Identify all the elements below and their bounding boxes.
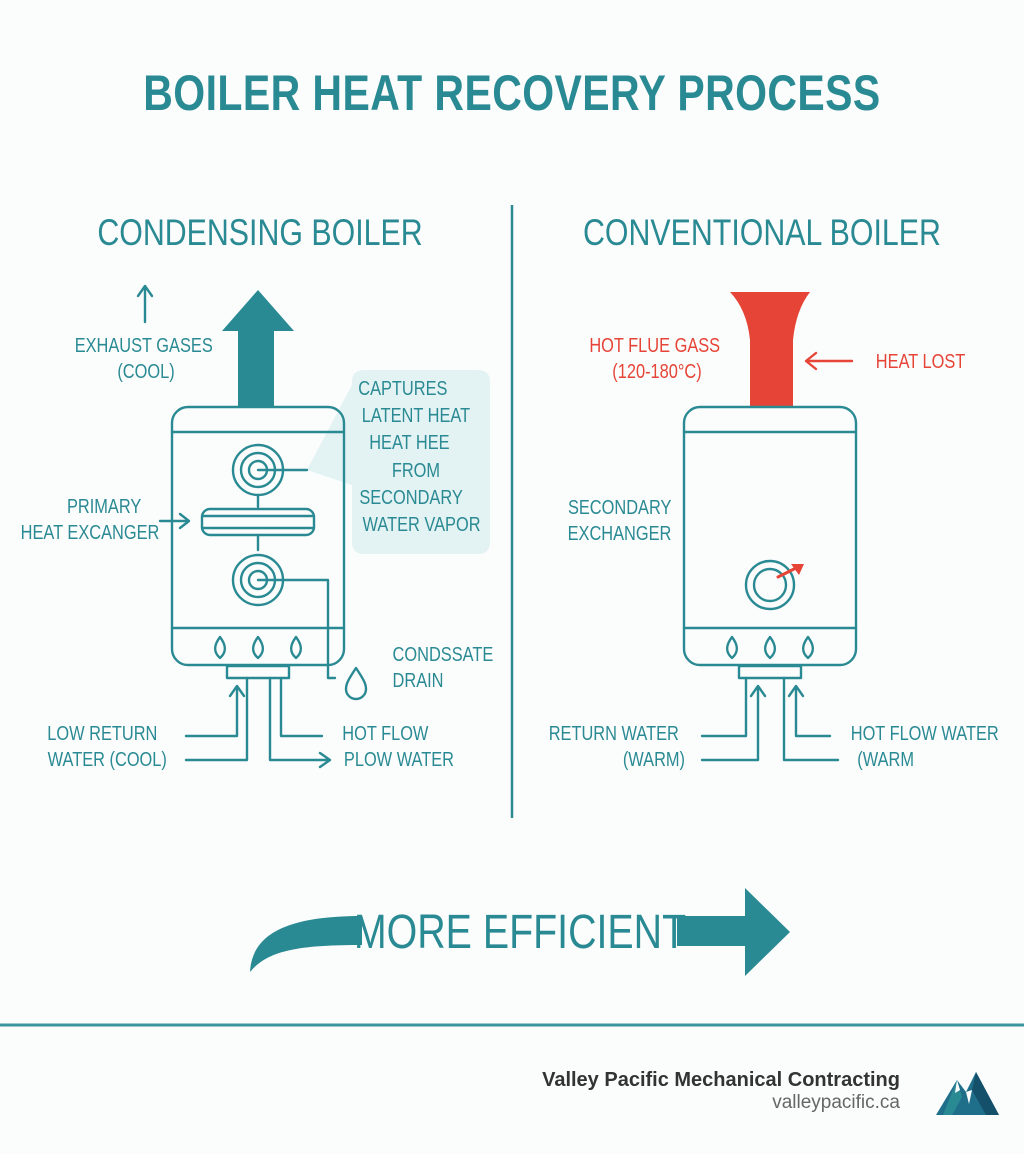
boiler-base — [225, 664, 291, 680]
heat-lost-label: HEAT LOST — [876, 349, 966, 372]
primary-heat-exchanger-label: PRIMARY HEAT EXCANGER — [21, 494, 160, 543]
efficiency-arrow-icon — [677, 888, 790, 976]
hot-flow-water-label: HOT FLOW PLOW WATER — [342, 721, 454, 770]
conventional-heading: CONVENTIONAL BOILER — [583, 212, 941, 254]
efficiency-banner: MORE EFFICIENT — [250, 888, 790, 976]
gauge-icon — [744, 559, 804, 611]
latent-heat-callout: CAPTURES LATENT HEAT HEAT HEE FROM SECON… — [307, 370, 490, 554]
condensing-boiler-panel: CONDENSING BOILER EXHAUST GASES (COOL) C… — [21, 212, 498, 770]
hot-flow-water-conv-label: HOT FLOW WATER (WARM — [851, 721, 1004, 770]
exhaust-arrow-icon — [222, 290, 294, 407]
heat-lost-arrow-icon — [804, 351, 854, 371]
more-efficient-label: MORE EFFICIENT — [354, 905, 686, 959]
page-title: BOILER HEAT RECOVERY PROCESS — [143, 65, 880, 121]
heat-exchanger-pipe — [200, 507, 316, 552]
hot-flue-gas-label: HOT FLUE GASS (120-180°C) — [589, 333, 724, 382]
secondary-coil-icon — [231, 553, 337, 680]
callout-text: CAPTURES LATENT HEAT HEAT HEE FROM SECON… — [358, 376, 480, 535]
conventional-flames-icon — [725, 635, 815, 660]
conventional-boiler-panel: CONVENTIONAL BOILER HOT FLUE GASS (120-1… — [549, 212, 1004, 770]
return-water-label: RETURN WATER (WARM) — [549, 721, 685, 770]
primary-coil-icon — [231, 443, 309, 509]
burner-flames-icon — [213, 635, 303, 660]
mountain-logo-icon — [936, 1072, 999, 1115]
hot-flue-stack — [730, 292, 810, 407]
water-drop-icon — [344, 666, 368, 701]
exhaust-gases-label: EXHAUST GASES (COOL) — [75, 333, 218, 382]
small-up-arrow-icon — [136, 284, 154, 324]
low-return-water-label: LOW RETURN WATER (COOL) — [47, 721, 167, 770]
brand-name: Valley Pacific Mechanical Contracting — [542, 1069, 900, 1091]
condensate-drain-label: CONDSSATE DRAIN — [393, 642, 498, 691]
conventional-boiler-base — [737, 664, 803, 680]
conventional-pipes — [700, 676, 840, 762]
brand-url: valleypacific.ca — [772, 1092, 900, 1113]
condensing-heading: CONDENSING BOILER — [97, 212, 422, 254]
primary-pointer-arrow-icon — [158, 512, 191, 530]
callout-bubble — [307, 370, 490, 554]
secondary-exchanger-label: SECONDARY EXCHANGER — [568, 495, 676, 544]
condensing-pipes — [184, 676, 332, 769]
efficiency-swoosh — [250, 916, 362, 972]
conventional-boiler-body — [682, 405, 858, 667]
